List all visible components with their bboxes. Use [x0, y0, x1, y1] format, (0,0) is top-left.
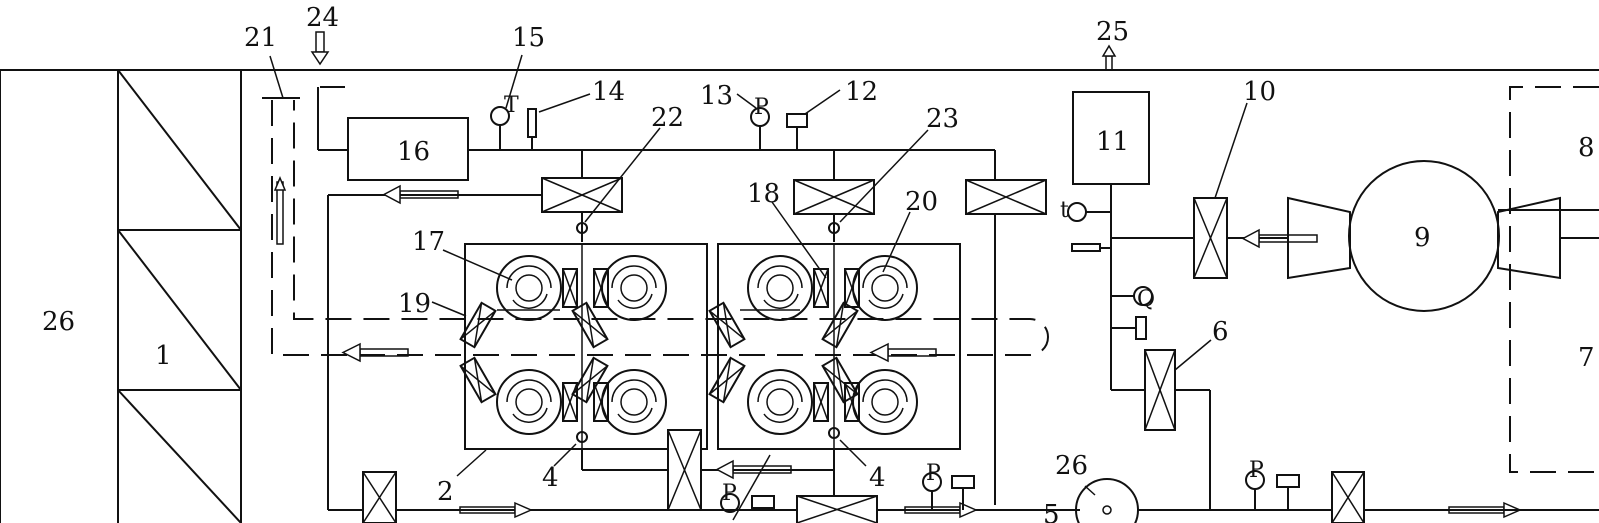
label-1: 1 — [155, 341, 172, 371]
sensor-letter-p-right: P — [1249, 458, 1264, 483]
tilted-valve — [821, 301, 859, 349]
valve-right-header — [965, 179, 1047, 215]
temperature-sensor-15: T — [490, 93, 519, 150]
small-valve — [562, 268, 578, 308]
duct-flow-arrows — [341, 342, 937, 363]
sensor-letter-q: Q — [1137, 287, 1155, 312]
component-11-box — [1072, 91, 1150, 185]
labels: 26 1 21 24 15 14 16 13 12 22 23 18 20 17… — [42, 3, 1595, 523]
left-return-pipe — [327, 184, 1080, 511]
scroll-unit — [601, 369, 667, 435]
tilted-valve — [708, 301, 746, 349]
label-13: 13 — [700, 81, 733, 111]
label-2: 2 — [437, 477, 454, 507]
label-17: 17 — [412, 227, 445, 257]
small-valve — [593, 268, 609, 308]
sensor-letter-t-side: t — [1060, 198, 1069, 223]
module-2-left — [464, 243, 708, 450]
label-24: 24 — [306, 3, 339, 33]
housing-outline — [0, 69, 1599, 523]
scroll-unit — [852, 369, 918, 435]
label-26-left: 26 — [42, 307, 75, 337]
tilted-valve — [708, 356, 746, 404]
pressure-gauge-bottom-mid: P — [720, 481, 775, 513]
air-duct-21 — [262, 97, 1049, 356]
valve-bottom-middle — [667, 429, 702, 511]
right-riser-pipe: t Q — [1060, 184, 1288, 510]
module-2-right — [717, 243, 961, 450]
label-10: 10 — [1243, 77, 1276, 107]
label-21: 21 — [244, 23, 277, 53]
label-8: 8 — [1578, 133, 1595, 163]
pressure-gauge-13: P — [750, 95, 770, 150]
label-22: 22 — [651, 103, 684, 133]
label-7: 7 — [1578, 343, 1595, 373]
small-valve — [813, 382, 829, 422]
valve-bottom-left — [362, 471, 397, 523]
tilted-valve — [459, 356, 497, 404]
label-9: 9 — [1414, 223, 1431, 253]
valve-bottom-right — [1331, 471, 1365, 523]
sensor-letter-p: P — [754, 95, 769, 120]
label-16: 16 — [397, 137, 430, 167]
pump-26 — [1075, 478, 1599, 523]
label-4-right: 4 — [869, 463, 886, 493]
label-6: 6 — [1212, 317, 1229, 347]
top-header-pipe — [317, 86, 996, 505]
tilted-valve — [571, 301, 609, 349]
scroll-unit — [496, 369, 562, 435]
valve-10 — [1193, 197, 1318, 279]
label-5: 5 — [1043, 500, 1060, 523]
sensor-letter-p-mid: P — [926, 461, 941, 486]
scroll-unit — [601, 255, 667, 321]
pressure-gauge-bottom-right: P — [922, 461, 975, 510]
sensor-letter-t: T — [504, 93, 519, 118]
label-4-left: 4 — [542, 463, 559, 493]
component-16-box — [347, 117, 469, 181]
label-18: 18 — [747, 179, 780, 209]
valve-23 — [793, 150, 875, 242]
small-valve — [844, 382, 860, 422]
airflow-arrow-24 — [310, 31, 330, 66]
component-1-heat-exchanger — [117, 69, 242, 523]
label-15: 15 — [512, 23, 545, 53]
valve-22 — [541, 150, 623, 242]
label-25: 25 — [1096, 17, 1129, 47]
small-valve — [844, 268, 860, 308]
enclosure-7-8 — [1509, 86, 1599, 473]
tilted-valve — [821, 356, 859, 404]
tilted-valve — [571, 356, 609, 404]
tilted-valve — [459, 301, 497, 349]
scroll-unit — [852, 255, 918, 321]
sensor-12 — [786, 113, 808, 150]
compressor-9 — [1287, 160, 1599, 312]
airflow-arrow-25 — [1101, 44, 1117, 71]
label-23: 23 — [926, 104, 959, 134]
scroll-units — [459, 244, 918, 449]
sensor-letter-p-bottom: P — [722, 481, 737, 506]
label-19: 19 — [398, 289, 431, 319]
small-valve — [593, 382, 609, 422]
valve-bottom-center — [796, 495, 878, 523]
label-11: 11 — [1096, 127, 1129, 157]
pressure-gauge-right: P — [1245, 458, 1300, 510]
sensor-14 — [527, 108, 537, 150]
scroll-unit — [747, 255, 813, 321]
scroll-unit — [747, 369, 813, 435]
module-bottom-pipes — [576, 427, 840, 505]
label-26-pump: 26 — [1055, 451, 1088, 481]
label-12: 12 — [845, 77, 878, 107]
label-14: 14 — [592, 77, 625, 107]
valve-6 — [1144, 349, 1176, 431]
small-valve — [813, 268, 829, 308]
label-20: 20 — [905, 187, 938, 217]
scroll-unit — [496, 255, 562, 321]
leader-lines — [269, 54, 1248, 521]
